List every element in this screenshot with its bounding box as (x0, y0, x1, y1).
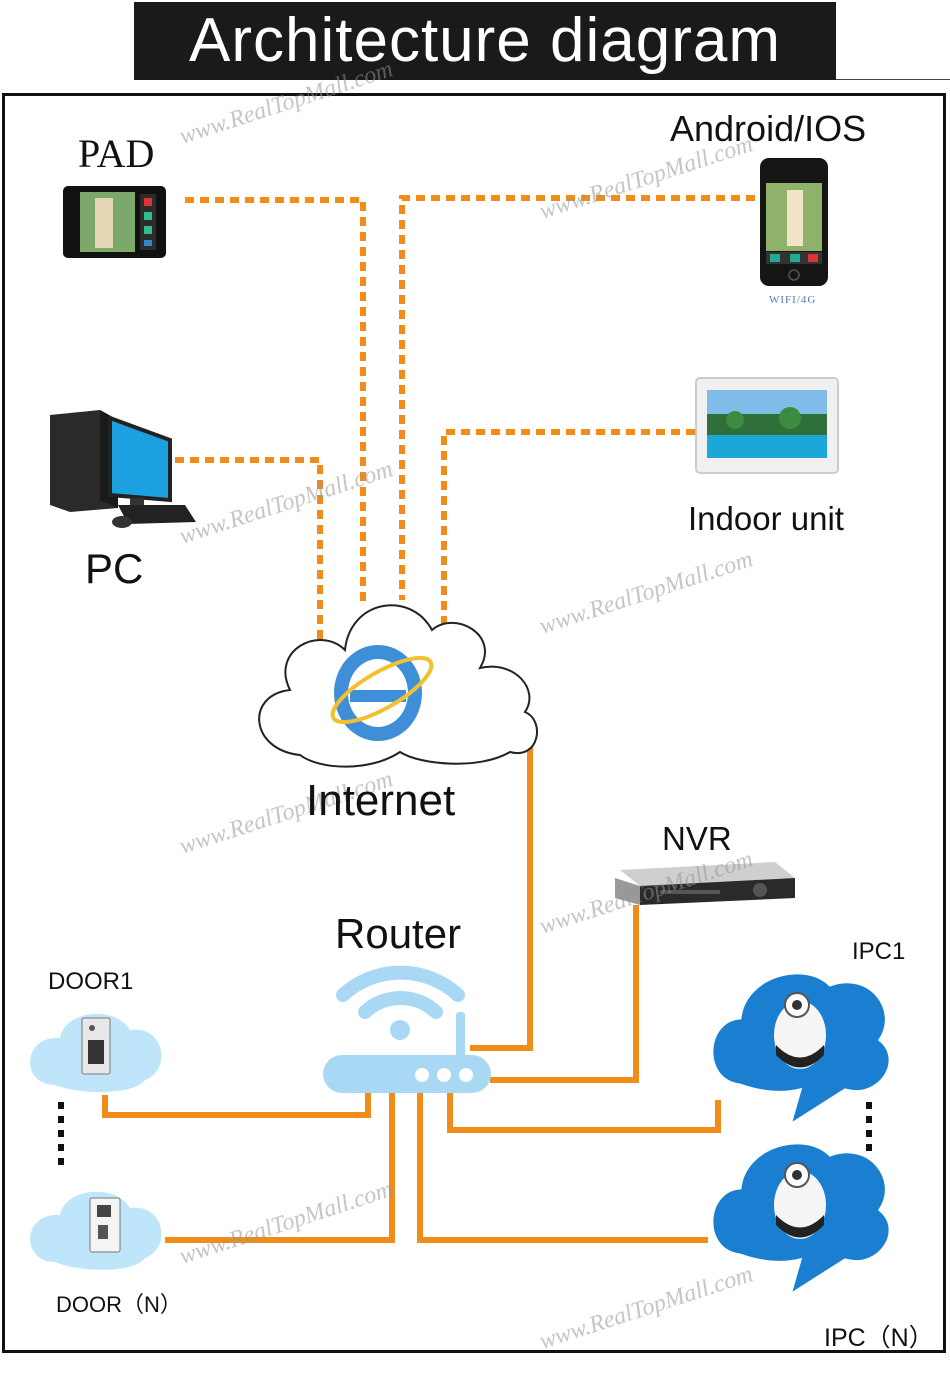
router-icon (323, 965, 491, 1093)
smartphone-icon (760, 158, 828, 286)
doorn-label: DOOR（N） (56, 1292, 182, 1317)
link-pc-internet (175, 457, 323, 640)
internet-cloud-icon (258, 604, 538, 768)
title-bar: Architecture diagram (134, 2, 836, 80)
tablet-icon (63, 186, 166, 258)
link-pad-internet (185, 197, 366, 605)
pc-label: PC (85, 545, 144, 592)
link-ipcn-router (417, 1090, 708, 1243)
link-internet-router (470, 720, 533, 1051)
router-label: Router (335, 910, 462, 957)
ip-camera-1-icon (710, 971, 892, 1129)
door-station-n-icon (30, 1191, 162, 1270)
mobile-label: Android/IOS (670, 108, 867, 149)
ipc1-label: IPC1 (852, 938, 906, 965)
internet-label: Internet (306, 776, 456, 825)
mobile-network-note: WIFI/4G (769, 294, 817, 306)
link-door1-router (102, 1090, 371, 1118)
pad-label: PAD (78, 131, 155, 176)
link-doorn-router (165, 1090, 395, 1243)
computer-icon (50, 410, 196, 528)
link-mobile-internet (399, 195, 755, 600)
diagram-frame (2, 93, 946, 1353)
indoor-unit-icon (695, 377, 839, 474)
link-ipc1-router (447, 1090, 721, 1133)
nvr-icon (615, 862, 795, 905)
indoor-unit-label: Indoor unit (688, 500, 844, 537)
ip-camera-n-icon (710, 1141, 892, 1299)
diagram-title: Architecture diagram (188, 6, 782, 75)
link-indoor-internet (441, 429, 695, 640)
ipcn-label: IPC（N） (824, 1324, 934, 1352)
door1-label: DOOR1 (48, 968, 134, 995)
door-station-1-icon (30, 1013, 162, 1092)
door-ellipsis (58, 1102, 64, 1165)
nvr-label: NVR (662, 820, 732, 857)
link-nvr-router (490, 905, 639, 1083)
title-rule (836, 79, 950, 80)
